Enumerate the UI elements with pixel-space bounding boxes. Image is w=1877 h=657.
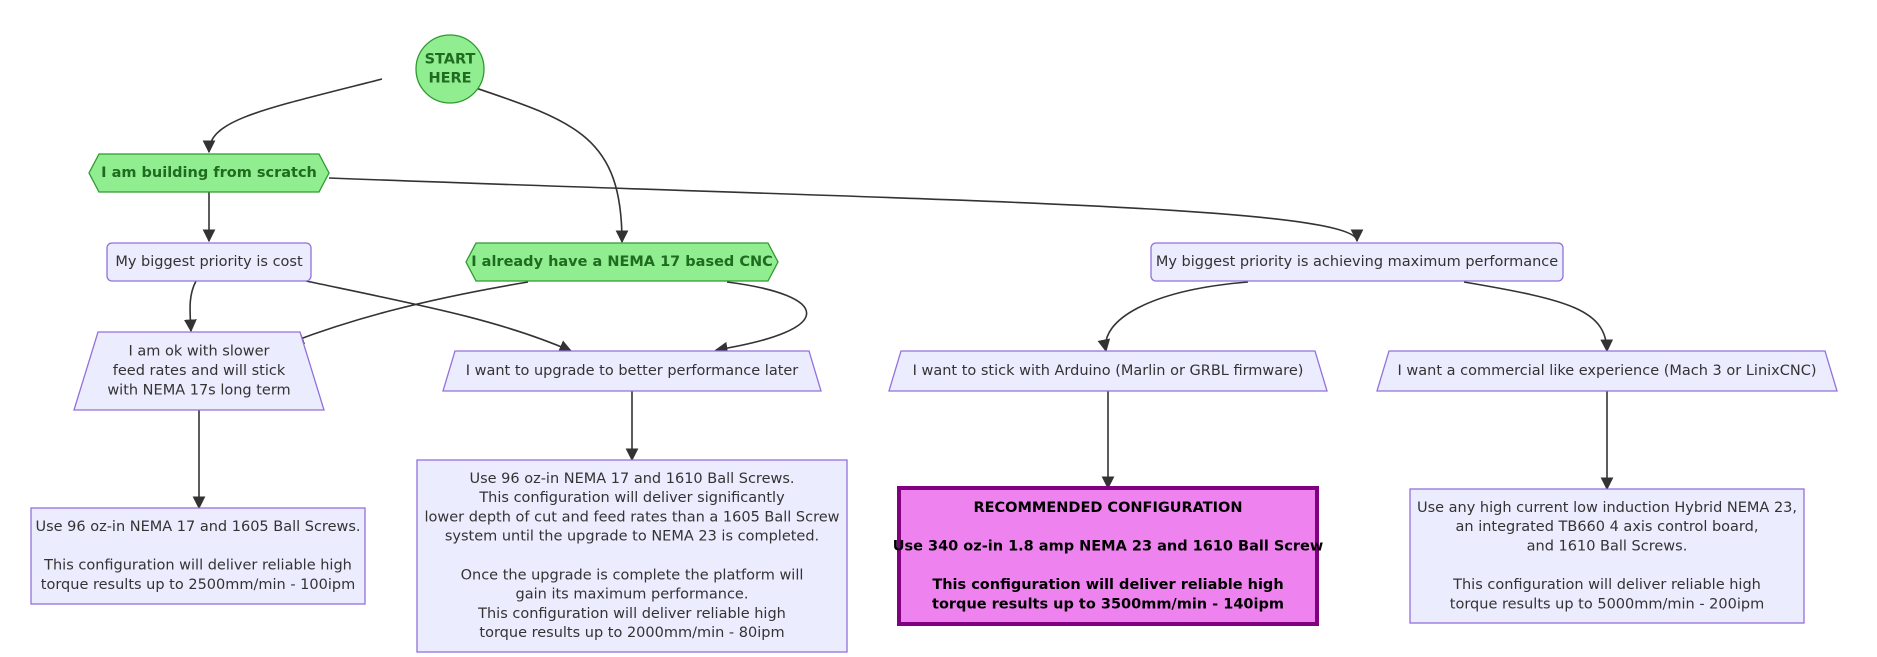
node-label-line: This configuration will deliver reliable…: [43, 558, 352, 574]
node-label-line: I want a commercial like experience (Mac…: [1398, 363, 1817, 379]
node-label-line: torque results up to 5000mm/min - 200ipm: [1450, 596, 1764, 612]
node-shape: [30, 507, 366, 605]
node-nema17cnc: I already have a NEMA 17 based CNC: [465, 242, 779, 282]
node-start: START HERE: [415, 34, 485, 104]
node-label-line: I am building from scratch: [101, 165, 317, 181]
nodes: START HERE I am building from scratch I alr…: [30, 34, 1838, 653]
node-shape: [1376, 350, 1838, 392]
edge-cost-slow: [184, 280, 197, 333]
node-label-line: torque results up to 2000mm/min - 80ipm: [479, 625, 784, 641]
node-label-line: with NEMA 17s long term: [107, 382, 290, 398]
node-label-line: and 1610 Ball Screws.: [1527, 538, 1688, 554]
node-scratch: I am building from scratch: [88, 153, 330, 193]
node-shape: [106, 242, 312, 282]
node-label-line: Use any high current low induction Hybri…: [1417, 500, 1797, 516]
edge-nema17cnc-slow: [290, 281, 529, 344]
node-shape: [416, 459, 848, 653]
node-label-line: I want to upgrade to better performance …: [466, 363, 799, 379]
node-shape: [442, 350, 822, 392]
edge-nema17cnc-upgrade: [714, 281, 808, 355]
node-arduino: I want to stick with Arduino (Marlin or …: [888, 350, 1328, 392]
node-label-line: I am ok with slower: [129, 344, 270, 360]
node-label-line: system until the upgrade to NEMA 23 is c…: [445, 529, 819, 545]
node-cfg1610: Use 96 oz-in NEMA 17 and 1610 Ball Screw…: [416, 459, 848, 653]
node-label-line: feed rates and will stick: [113, 363, 286, 379]
node-label-line: This configuration will deliver reliable…: [1452, 577, 1761, 593]
edge-maxperf-arduino: [1097, 281, 1249, 353]
node-shape: [897, 486, 1319, 626]
node-shape: [1409, 488, 1805, 624]
node-shape: [465, 242, 779, 282]
node-shape: [888, 350, 1328, 392]
node-label-line: Use 340 oz-in 1.8 amp NEMA 23 and 1610 B…: [893, 538, 1324, 554]
node-cost: My biggest priority is cost: [106, 242, 312, 282]
node-label-line: This configuration will deliver reliable…: [477, 606, 786, 622]
edge-cost-upgrade: [305, 280, 573, 353]
node-label-line: RECOMMENDED CONFIGURATION: [973, 500, 1242, 516]
node-label-line: torque results up to 3500mm/min - 140ipm: [932, 596, 1284, 612]
node-shape: [1150, 242, 1564, 282]
node-slow: I am ok with slower feed rates and will s…: [73, 331, 325, 411]
edge-scratch-maxperf: [328, 177, 1364, 243]
node-shape: [73, 331, 325, 411]
node-recommended: RECOMMENDED CONFIGURATION Use 340 oz-in 1…: [893, 486, 1324, 626]
node-shape: [415, 34, 485, 104]
edges: [184, 78, 1614, 510]
node-label-line: I want to stick with Arduino (Marlin or …: [913, 363, 1304, 379]
node-hybrid: Use any high current low induction Hybri…: [1409, 488, 1805, 624]
node-label-line: My biggest priority is cost: [115, 254, 303, 270]
node-label-line: My biggest priority is achieving maximum…: [1156, 254, 1558, 270]
node-label-line: I already have a NEMA 17 based CNC: [471, 254, 773, 270]
edge-start-nema17cnc: [448, 78, 629, 244]
edge-maxperf-commercial: [1463, 281, 1614, 353]
node-label-line: This configuration will deliver signific…: [478, 490, 785, 506]
node-label-line: Once the upgrade is complete the platfor…: [461, 567, 804, 583]
node-label-line: an integrated TB660 4 axis control board…: [1456, 519, 1759, 535]
node-cfg1605: Use 96 oz-in NEMA 17 and 1605 Ball Screw…: [30, 507, 366, 605]
edge-start-scratch: [202, 78, 383, 154]
node-label-line: Use 96 oz-in NEMA 17 and 1610 Ball Screw…: [469, 471, 794, 487]
node-maxperf: My biggest priority is achieving maximum…: [1150, 242, 1564, 282]
node-label-line: gain its maximum performance.: [516, 587, 749, 603]
node-shape: [88, 153, 330, 193]
node-label-line: Use 96 oz-in NEMA 17 and 1605 Ball Screw…: [35, 519, 360, 535]
node-label-line: lower depth of cut and feed rates than a…: [424, 509, 839, 525]
node-label-line: HERE: [428, 71, 471, 87]
node-label-line: torque results up to 2500mm/min - 100ipm: [41, 577, 355, 593]
node-label-line: START: [425, 51, 476, 67]
node-label-line: This configuration will deliver reliable…: [932, 577, 1283, 593]
node-upgrade: I want to upgrade to better performance …: [442, 350, 822, 392]
node-commercial: I want a commercial like experience (Mac…: [1376, 350, 1838, 392]
